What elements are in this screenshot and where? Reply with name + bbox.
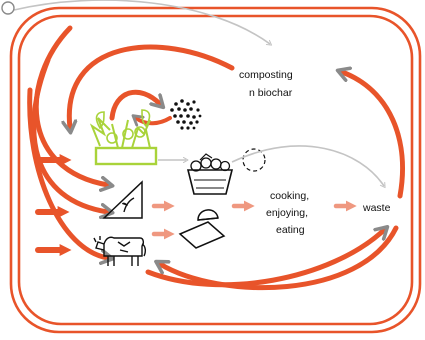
corner-circle (1, 1, 15, 15)
plant-bed-icon (89, 109, 158, 166)
compost-to-cow-arrow (27, 87, 108, 258)
waste-to-composting-arrow (342, 72, 405, 199)
compost-dots-icon (170, 99, 202, 130)
dashed-circle-icon (242, 148, 266, 172)
compost-to-plants-arrow-1 (69, 44, 235, 128)
cooking-label-line2: enjoying, (266, 207, 308, 219)
waste-to-cow-arrow (160, 225, 399, 291)
composting-label-line1: composting (239, 69, 293, 81)
composting-label-line2: n biochar (249, 87, 293, 99)
basket-to-waste-arc (231, 145, 386, 189)
plants-compost-cycle-lower (136, 118, 172, 123)
cow-icon (93, 236, 147, 266)
plants-compost-cycle-upper (109, 89, 160, 121)
land-triangle-icon (102, 180, 143, 219)
basket-icon (186, 153, 234, 195)
cutting-board-icon (178, 209, 226, 249)
cooking-label-line1: cooking, (270, 190, 309, 202)
cooking-label-line3: eating (276, 224, 305, 236)
waste-label: waste (362, 202, 391, 214)
compost-to-land-arrow-1 (33, 25, 108, 185)
cooking-to-waste-bottom-arrow (145, 230, 384, 288)
top-grey-arc (13, 0, 273, 46)
outer-frame (9, 6, 422, 334)
